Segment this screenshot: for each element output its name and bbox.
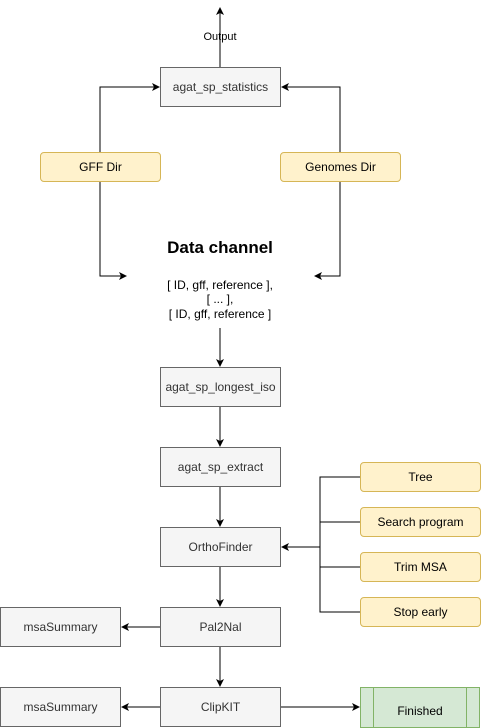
agat-sp-statistics-node: agat_sp_statistics — [160, 67, 281, 107]
agat-sp-extract-node: agat_sp_extract — [160, 447, 281, 487]
edge-genomes-statistics — [281, 83, 341, 152]
edge-option-stop — [319, 547, 360, 613]
finished-node: Finished — [360, 687, 480, 728]
finished-right-bar — [466, 688, 467, 727]
orthofinder-node: OrthoFinder — [160, 527, 281, 567]
finished-label: Finished — [397, 703, 443, 718]
genomes-dir-node: Genomes Dir — [280, 152, 401, 182]
edge-gff-statistics — [99, 83, 160, 152]
finished-left-bar — [373, 688, 374, 727]
msasummary-node-2: msaSummary — [0, 687, 121, 727]
edge-option-tree — [319, 476, 360, 547]
msasummary-node-1: msaSummary — [0, 607, 121, 647]
edge-gff-channel — [99, 182, 127, 280]
pal2nal-node: Pal2Nal — [160, 607, 281, 647]
gff-dir-node: GFF Dir — [40, 152, 161, 182]
edge-genomes-channel — [314, 182, 341, 280]
option-stop-early: Stop early — [360, 597, 481, 627]
data-channel-title: Data channel — [167, 238, 273, 257]
option-search-program: Search program — [360, 507, 481, 537]
data-channel-line-3: [ ID, gff, reference ] — [168, 307, 272, 321]
option-tree: Tree — [360, 462, 481, 492]
data-channel-line-1: [ ID, gff, reference ], — [167, 278, 273, 292]
option-trim-msa: Trim MSA — [360, 552, 481, 582]
output-label: Output — [203, 31, 237, 43]
agat-sp-longest-iso-node: agat_sp_longest_iso — [160, 367, 281, 407]
clipkit-node: ClipKIT — [160, 687, 281, 727]
data-channel-line-2: [ ... ], — [206, 292, 234, 306]
